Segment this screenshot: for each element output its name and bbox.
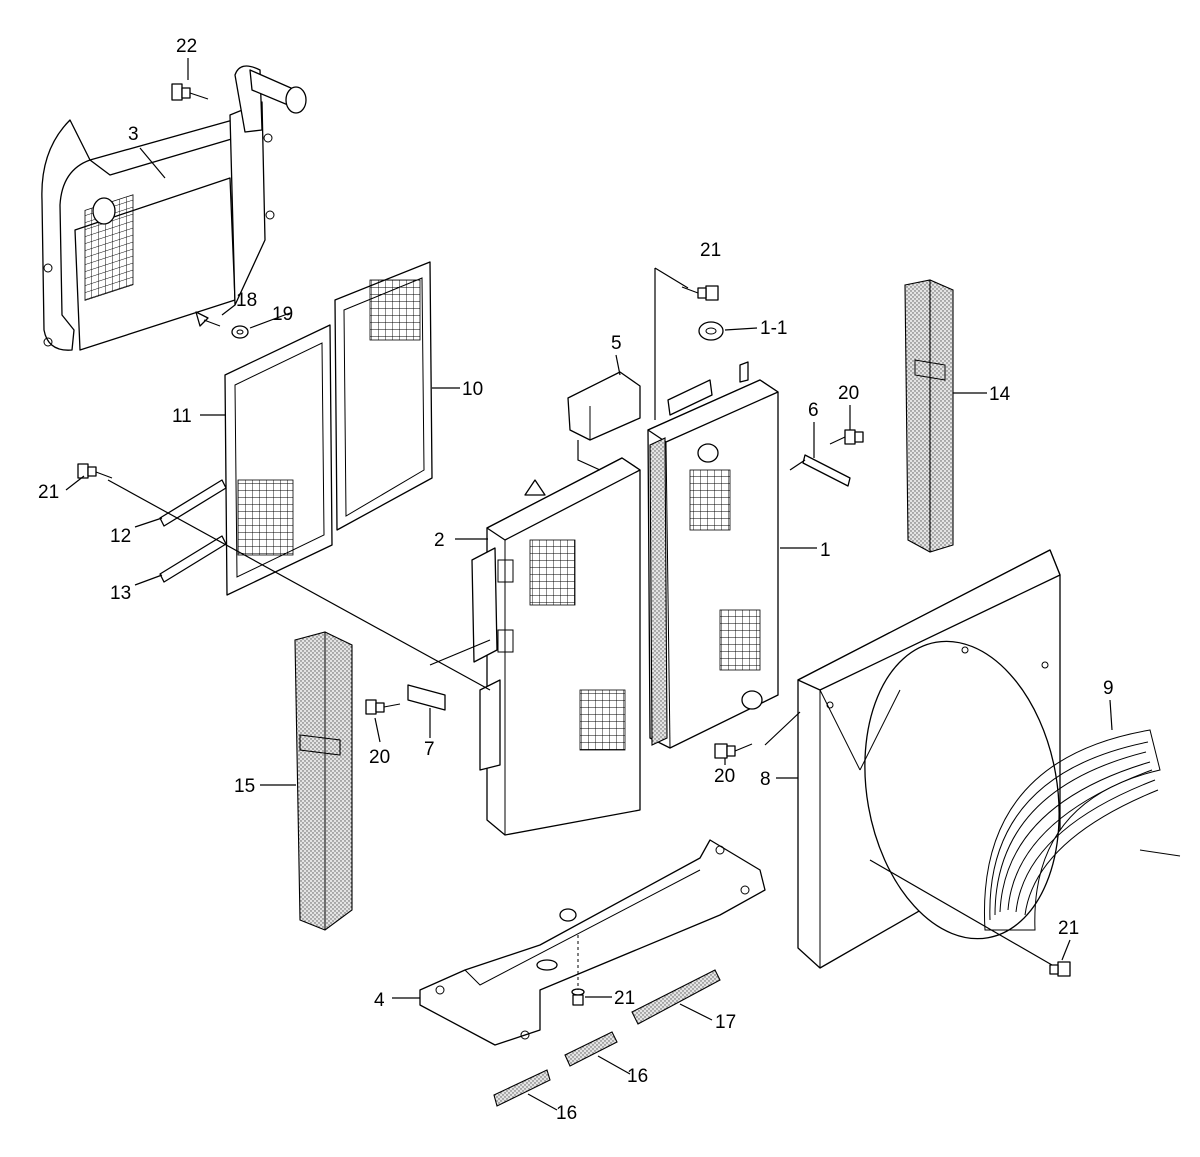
part-20-bolt-right — [829, 429, 864, 445]
part-19-washer — [231, 325, 249, 339]
callout-5: 5 — [611, 333, 622, 354]
part-8-shroud — [797, 549, 1061, 969]
callout-15: 15 — [234, 776, 255, 797]
part-1-radiator — [647, 361, 779, 749]
part-16-foam-strip-upper — [564, 1031, 618, 1067]
callout-8: 8 — [760, 769, 771, 790]
callout-18: 18 — [236, 290, 257, 311]
part-3-intercooler — [41, 65, 307, 351]
callout-13: 13 — [110, 583, 131, 604]
callout-1-1: 1-1 — [760, 318, 787, 339]
callout-11: 11 — [172, 406, 192, 427]
callout-16-upper: 16 — [627, 1066, 648, 1087]
part-21-bolt-shroud — [1049, 961, 1071, 977]
part-7-plate — [407, 684, 446, 711]
callout-14: 14 — [989, 384, 1011, 405]
callout-1: 1 — [820, 540, 831, 561]
part-9-fan-guard — [983, 729, 1181, 931]
leader-lines — [65, 58, 1113, 1111]
callout-20-right: 20 — [838, 383, 859, 404]
callout-9: 9 — [1103, 678, 1114, 699]
callout-17: 17 — [715, 1012, 736, 1033]
callout-4: 4 — [374, 990, 385, 1011]
part-14-foam — [904, 279, 954, 553]
callout-2: 2 — [434, 530, 445, 551]
part-21-bolt-base — [571, 935, 585, 1006]
part-13-bracket — [159, 535, 227, 583]
part-20-bolt-shroud — [714, 743, 753, 759]
callout-22: 22 — [176, 36, 197, 57]
part-21-bolt-left — [77, 463, 113, 479]
part-6-plate — [802, 454, 851, 487]
callout-20-left: 20 — [369, 747, 390, 768]
part-5-cover — [567, 371, 641, 441]
part-16-foam-strip-lower — [493, 1069, 551, 1107]
part-1-1-cap — [698, 321, 724, 341]
part-12-bracket — [159, 479, 227, 527]
callout-6: 6 — [808, 400, 819, 421]
callout-21-left: 21 — [38, 482, 59, 503]
part-21-bolt-top — [681, 285, 719, 301]
callout-21-top: 21 — [700, 240, 721, 261]
callout-3: 3 — [128, 124, 139, 145]
callout-20-shroud: 20 — [714, 766, 735, 787]
part-17-foam-strip — [631, 969, 721, 1025]
callout-12: 12 — [110, 526, 131, 547]
callout-labels: 22 3 21 18 19 11 10 5 1-1 20 6 14 21 12 … — [38, 36, 1114, 1124]
part-10-screen — [334, 261, 433, 531]
part-15-foam — [294, 631, 353, 931]
callout-10: 10 — [462, 379, 483, 400]
part-2-core — [471, 457, 641, 836]
callout-21-base: 21 — [614, 988, 635, 1009]
callout-16-lower: 16 — [556, 1103, 577, 1124]
callout-7: 7 — [424, 739, 435, 760]
callout-19: 19 — [272, 304, 293, 325]
callout-21-shroud: 21 — [1058, 918, 1079, 939]
part-18-wing-bolt — [195, 311, 221, 327]
part-11-screen — [224, 324, 333, 596]
part-22-bolt — [171, 83, 209, 101]
part-20-bolt-left — [365, 699, 401, 715]
part-4-base — [419, 839, 766, 1046]
